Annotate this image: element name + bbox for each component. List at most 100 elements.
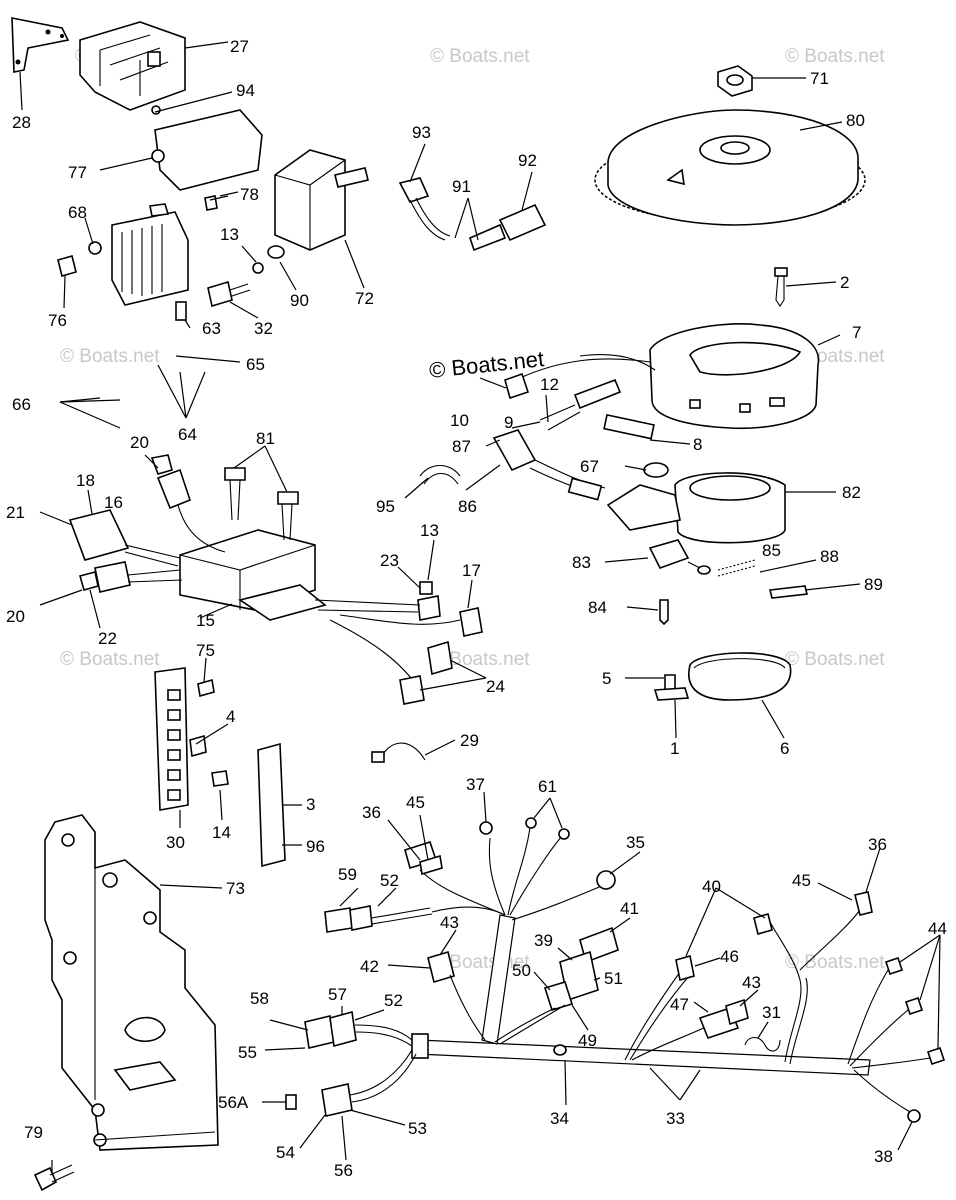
sleeve-8 bbox=[603, 414, 655, 440]
callout-41: 41 bbox=[620, 899, 639, 918]
callout-37: 37 bbox=[466, 775, 485, 794]
callout-29: 29 bbox=[460, 731, 479, 750]
callout-72: 72 bbox=[355, 289, 374, 308]
callout-86: 86 bbox=[458, 497, 477, 516]
callout-79: 79 bbox=[24, 1123, 43, 1142]
callout-28: 28 bbox=[12, 113, 31, 132]
connector-21 bbox=[68, 509, 130, 561]
leader-lines bbox=[19, 41, 941, 1172]
callout-9: 9 bbox=[504, 413, 513, 432]
callout-96: 96 bbox=[306, 837, 325, 856]
parts-illustration bbox=[11, 17, 946, 1192]
callout-16: 16 bbox=[104, 493, 123, 512]
stator-7 bbox=[649, 323, 820, 430]
callout-40: 40 bbox=[702, 877, 721, 896]
callout-65: 65 bbox=[246, 355, 265, 374]
callout-52a: 52 bbox=[380, 871, 399, 890]
bracket-box-27 bbox=[79, 21, 186, 111]
callout-90: 90 bbox=[290, 291, 309, 310]
callout-27: 27 bbox=[230, 37, 249, 56]
callout-58: 58 bbox=[250, 989, 269, 1008]
callout-10: 10 bbox=[450, 411, 469, 430]
callout-53: 53 bbox=[408, 1119, 427, 1138]
callout-56A: 56A bbox=[218, 1093, 249, 1112]
callout-6: 6 bbox=[780, 739, 789, 758]
callout-75: 75 bbox=[196, 641, 215, 660]
bracket-28 bbox=[11, 17, 70, 73]
callout-63: 63 bbox=[202, 319, 221, 338]
callout-91: 91 bbox=[452, 177, 471, 196]
callout-33: 33 bbox=[666, 1109, 685, 1128]
callout-78: 78 bbox=[240, 185, 259, 204]
connector-86 bbox=[492, 429, 537, 472]
callout-1: 1 bbox=[670, 739, 679, 758]
callout-39: 39 bbox=[534, 931, 553, 950]
callout-43b: 43 bbox=[742, 973, 761, 992]
callout-82: 82 bbox=[842, 483, 861, 502]
callout-36a: 36 bbox=[362, 803, 381, 822]
callout-labels: 28 27 94 77 78 6 8 76 13 3 2 90 63 72 93 9… bbox=[6, 37, 947, 1180]
watermark: © Boats.net bbox=[60, 649, 160, 670]
callout-21: 21 bbox=[6, 503, 25, 522]
callout-92: 92 bbox=[518, 151, 537, 170]
watermark: © Boats.net bbox=[430, 46, 530, 67]
watermark: © Boats.net bbox=[785, 649, 885, 670]
callout-88: 88 bbox=[820, 547, 839, 566]
ring-6 bbox=[688, 652, 792, 701]
callout-13a: 13 bbox=[220, 225, 239, 244]
callout-95: 95 bbox=[376, 497, 395, 516]
callout-17: 17 bbox=[462, 561, 481, 580]
callout-59: 59 bbox=[338, 865, 357, 884]
callout-13b: 13 bbox=[420, 521, 439, 540]
callout-36b: 36 bbox=[868, 835, 887, 854]
callout-15: 15 bbox=[196, 611, 215, 630]
callout-49: 49 bbox=[578, 1031, 597, 1050]
callout-14: 14 bbox=[212, 823, 231, 842]
callout-56: 56 bbox=[334, 1161, 353, 1180]
rectifier-63 bbox=[111, 211, 189, 306]
callout-43a: 43 bbox=[440, 913, 459, 932]
callout-61: 61 bbox=[538, 777, 557, 796]
callout-18: 18 bbox=[76, 471, 95, 490]
cover-plate-77 bbox=[154, 109, 263, 191]
callout-38: 38 bbox=[874, 1147, 893, 1166]
block-83 bbox=[648, 539, 690, 569]
bolt-32 bbox=[207, 280, 233, 308]
callout-8: 8 bbox=[693, 435, 702, 454]
callout-35: 35 bbox=[626, 833, 645, 852]
harness-34 bbox=[417, 1039, 871, 1076]
callout-5: 5 bbox=[602, 669, 611, 688]
callout-94: 94 bbox=[236, 81, 255, 100]
callout-3: 3 bbox=[306, 795, 315, 814]
callout-24: 24 bbox=[486, 677, 505, 696]
callout-2: 2 bbox=[840, 273, 849, 292]
callout-44: 44 bbox=[928, 919, 947, 938]
callout-51: 51 bbox=[604, 969, 623, 988]
callout-89: 89 bbox=[864, 575, 883, 594]
flywheel-80 bbox=[607, 109, 859, 226]
callout-57: 57 bbox=[328, 985, 347, 1004]
callout-76: 76 bbox=[48, 311, 67, 330]
callout-93: 93 bbox=[412, 123, 431, 142]
callout-45b: 45 bbox=[792, 871, 811, 890]
callout-30: 30 bbox=[166, 833, 185, 852]
callout-50: 50 bbox=[512, 961, 531, 980]
callout-52b: 52 bbox=[384, 991, 403, 1010]
watermark: © Boats.net bbox=[785, 952, 885, 973]
spark-plug-boot-92 bbox=[498, 203, 547, 242]
callout-84: 84 bbox=[588, 598, 607, 617]
watermark-dark: © Boats.net bbox=[428, 346, 545, 383]
callout-46: 46 bbox=[720, 947, 739, 966]
callout-85: 85 bbox=[762, 541, 781, 560]
callout-77: 77 bbox=[68, 163, 87, 182]
strip-96 bbox=[257, 742, 286, 868]
callout-87: 87 bbox=[452, 437, 471, 456]
callout-20b: 20 bbox=[6, 607, 25, 626]
callout-80: 80 bbox=[846, 111, 865, 130]
callout-64: 64 bbox=[178, 425, 197, 444]
callout-20a: 20 bbox=[130, 433, 149, 452]
callout-42: 42 bbox=[360, 957, 379, 976]
watermark: © Boats.net bbox=[430, 649, 530, 670]
callout-81: 81 bbox=[256, 429, 275, 448]
